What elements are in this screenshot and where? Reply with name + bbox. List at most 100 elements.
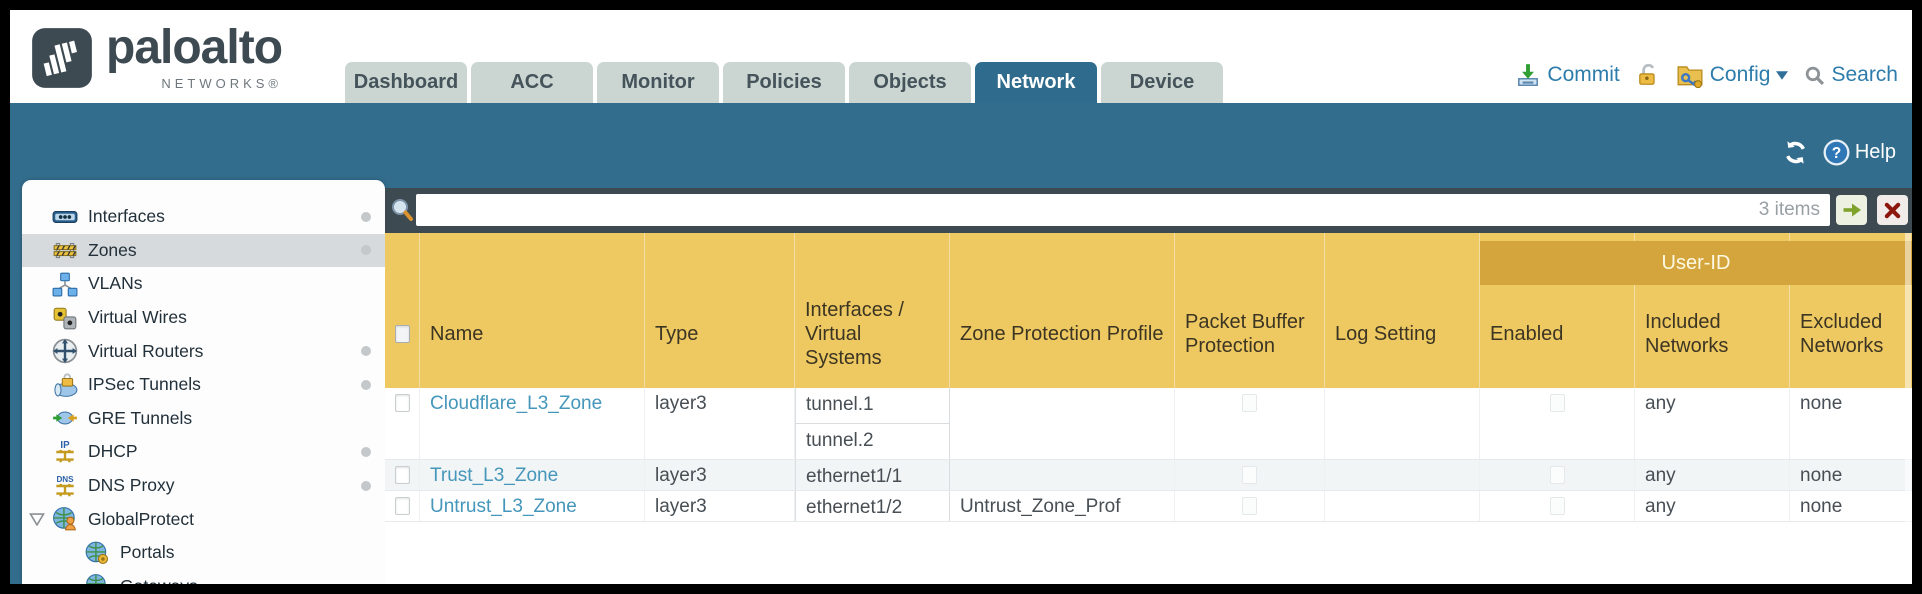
sidebar-item-interfaces[interactable]: Interfaces (22, 200, 385, 234)
virtual-wires-icon (52, 305, 78, 331)
sidebar-item-ipsec-tunnels[interactable]: IPSec Tunnels (22, 368, 385, 402)
column-header-interfaces-virtual-systems[interactable]: Interfaces / Virtual Systems (795, 233, 950, 388)
expander-icon (28, 512, 46, 526)
packet-buffer-protection-checkbox[interactable] (1242, 497, 1257, 515)
sidebar-item-globalprotect[interactable]: GlobalProtect (22, 502, 385, 536)
row-select-checkbox[interactable] (394, 497, 410, 515)
search-button[interactable]: Search (1804, 63, 1898, 87)
interface-entry: tunnel.2 (806, 430, 874, 451)
zone-type-cell: layer3 (645, 388, 795, 459)
search-label: Search (1831, 63, 1898, 86)
sidebar-item-virtual-routers[interactable]: Virtual Routers (22, 334, 385, 368)
sidebar-item-label: IPSec Tunnels (88, 374, 201, 395)
log-setting-cell (1325, 460, 1480, 490)
column-header-packet-buffer-protection[interactable]: Packet Buffer Protection (1175, 233, 1325, 388)
tab-network[interactable]: Network (975, 62, 1097, 103)
tab-dashboard[interactable]: Dashboard (345, 62, 467, 103)
commit-button[interactable]: Commit (1515, 62, 1620, 88)
config-menu[interactable]: Config (1676, 61, 1789, 89)
svg-text:?: ? (1832, 145, 1842, 162)
packet-buffer-protection-checkbox[interactable] (1242, 466, 1257, 484)
sidebar-item-label: GRE Tunnels (88, 407, 193, 428)
status-dot (361, 480, 371, 491)
column-header-label: Enabled (1490, 322, 1564, 345)
lock-icon[interactable] (1636, 63, 1660, 87)
user-id-enabled-checkbox[interactable] (1549, 394, 1565, 412)
status-dot (361, 379, 371, 390)
vlans-icon (52, 271, 78, 297)
filter-input[interactable] (416, 194, 1830, 226)
column-header-log-setting[interactable]: Log Setting (1325, 233, 1480, 388)
interface-entry: ethernet1/1 (806, 466, 903, 487)
scrollbar-track[interactable] (1905, 233, 1911, 584)
log-setting-cell (1325, 388, 1480, 459)
clear-filter-button[interactable] (1877, 195, 1908, 225)
user-id-enabled-checkbox[interactable] (1549, 466, 1565, 484)
filter-bar: 3 items (385, 188, 1912, 233)
row-select-checkbox[interactable] (394, 394, 410, 412)
interface-entry: tunnel.1 (796, 388, 949, 424)
sidebar-item-zones[interactable]: Zones (22, 233, 385, 268)
chevron-down-icon (1776, 70, 1789, 80)
commit-icon (1515, 62, 1541, 88)
column-header-label: Zone Protection Profile (960, 322, 1164, 345)
packet-buffer-protection-cell (1175, 460, 1325, 490)
dns-proxy-icon: DNS (52, 473, 78, 499)
sidebar-item-virtual-wires[interactable]: Virtual Wires (22, 301, 385, 335)
refresh-icon[interactable] (1782, 139, 1809, 166)
brand-name: paloalto (106, 21, 283, 74)
header-utilities: Commit Config (1515, 54, 1898, 96)
column-header-label: Included Networks (1645, 310, 1729, 357)
clear-x-icon (1884, 202, 1901, 219)
included-networks-cell: any (1635, 460, 1790, 490)
column-header-name[interactable]: Name (420, 233, 645, 388)
sidebar-item-label: VLANs (88, 273, 143, 294)
table-cell (385, 460, 420, 490)
tab-monitor[interactable]: Monitor (597, 62, 719, 103)
row-select-checkbox[interactable] (394, 466, 410, 484)
sidebar-item-label: GlobalProtect (88, 508, 195, 529)
zone-protection-profile-cell: Untrust_Zone_Prof (950, 491, 1175, 521)
virtual-routers-icon (52, 338, 78, 364)
column-header-included-networks[interactable]: Included Networks (1635, 233, 1790, 388)
apply-filter-button[interactable] (1836, 195, 1867, 225)
sidebar-item-gateways[interactable]: Gateways (22, 570, 385, 584)
excluded-networks-cell: none (1800, 393, 1843, 414)
tab-acc[interactable]: ACC (471, 62, 593, 103)
packet-buffer-protection-checkbox[interactable] (1242, 394, 1257, 412)
help-button[interactable]: ? Help (1823, 139, 1896, 166)
interfaces-cell: ethernet1/2 (795, 491, 950, 521)
tab-policies[interactable]: Policies (723, 62, 845, 103)
sidebar-item-label: Interfaces (88, 206, 165, 227)
tab-device[interactable]: Device (1101, 62, 1223, 103)
select-all-checkbox[interactable] (394, 324, 410, 343)
items-count: 3 items (1758, 199, 1820, 220)
column-header-zone-protection-profile[interactable]: Zone Protection Profile (950, 233, 1175, 388)
column-header-type[interactable]: Type (645, 233, 795, 388)
column-header-label: Packet Buffer Protection (1185, 310, 1305, 357)
user-id-enabled-checkbox[interactable] (1549, 497, 1565, 515)
column-header-excluded-networks[interactable]: Excluded Networks (1790, 233, 1912, 388)
sidebar-item-gre-tunnels[interactable]: GRE Tunnels (22, 402, 385, 436)
status-dot (361, 245, 371, 256)
zone-name-link[interactable]: Cloudflare_L3_Zone (430, 393, 603, 414)
status-dot (361, 211, 371, 222)
column-header-enabled[interactable]: Enabled (1480, 233, 1635, 388)
included-networks-cell: any (1635, 491, 1790, 521)
tab-objects[interactable]: Objects (849, 62, 971, 103)
sidebar-item-portals[interactable]: Portals (22, 536, 385, 570)
interfaces-cell: tunnel.1 tunnel.2 (795, 388, 950, 459)
interfaces-cell: ethernet1/1 (795, 460, 950, 490)
zone-name-link[interactable]: Untrust_L3_Zone (430, 496, 577, 517)
zone-name-link[interactable]: Trust_L3_Zone (430, 465, 559, 486)
sidebar-item-vlans[interactable]: VLANs (22, 267, 385, 301)
globalprotect-icon (52, 506, 78, 532)
help-icon: ? (1823, 139, 1850, 166)
